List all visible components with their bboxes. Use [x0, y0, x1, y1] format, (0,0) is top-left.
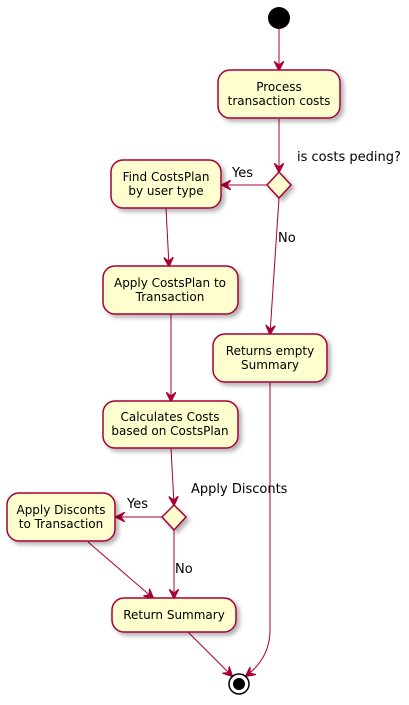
- node-find-costsplan-line2: by user type: [128, 184, 203, 198]
- end-node: [228, 673, 250, 695]
- node-process-costs-line2: transaction costs: [228, 94, 331, 108]
- node-apply-costsplan-line2: Transaction: [135, 290, 205, 304]
- edge-decision-no-to-empty: [270, 197, 280, 334]
- node-apply-discounts-line1: Apply Disconts: [16, 503, 105, 517]
- node-process-costs: Process transaction costs: [217, 69, 341, 119]
- decision-apply-discounts-question: Apply Disconts: [191, 482, 288, 497]
- edge-calculates-to-decision: [171, 447, 174, 505]
- edge-find-to-apply: [166, 207, 169, 266]
- node-returns-empty: Returns empty Summary: [212, 333, 328, 383]
- decision-apply-discounts-no-label: No: [175, 562, 193, 577]
- edge-summary-to-end: [187, 631, 232, 676]
- decision-costs-pending-yes-label: Yes: [231, 166, 253, 181]
- node-process-costs-line1: Process: [256, 80, 302, 94]
- decision-costs-pending-no-label: No: [278, 231, 296, 246]
- decision-apply-discounts-yes-label: Yes: [126, 497, 148, 512]
- start-node: [268, 7, 290, 29]
- node-find-costsplan: Find CostsPlan by user type: [110, 159, 222, 209]
- decision-costs-pending: [265, 170, 293, 200]
- node-apply-discounts: Apply Disconts to Transaction: [6, 492, 116, 542]
- edge-empty-to-end: [246, 382, 271, 676]
- node-calculates-costs: Calculates Costs based on CostsPlan: [102, 400, 239, 449]
- decision-costs-pending-question: is costs peding?: [297, 150, 401, 165]
- node-return-summary: Return Summary: [111, 597, 237, 633]
- node-apply-discounts-line2: to Transaction: [19, 517, 104, 531]
- node-apply-costsplan-line1: Apply CostsPlan to: [114, 276, 226, 290]
- edge-discounts-to-summary: [87, 541, 153, 598]
- edges: [87, 29, 280, 676]
- node-return-summary-label: Return Summary: [123, 608, 225, 622]
- node-find-costsplan-line1: Find CostsPlan: [123, 170, 210, 184]
- node-returns-empty-line2: Summary: [241, 358, 299, 372]
- node-calculates-costs-line2: based on CostsPlan: [111, 424, 228, 438]
- node-returns-empty-line1: Returns empty: [226, 344, 314, 358]
- node-apply-costsplan: Apply CostsPlan to Transaction: [102, 265, 239, 315]
- decision-apply-discounts: [160, 503, 188, 532]
- node-calculates-costs-line1: Calculates Costs: [120, 410, 219, 424]
